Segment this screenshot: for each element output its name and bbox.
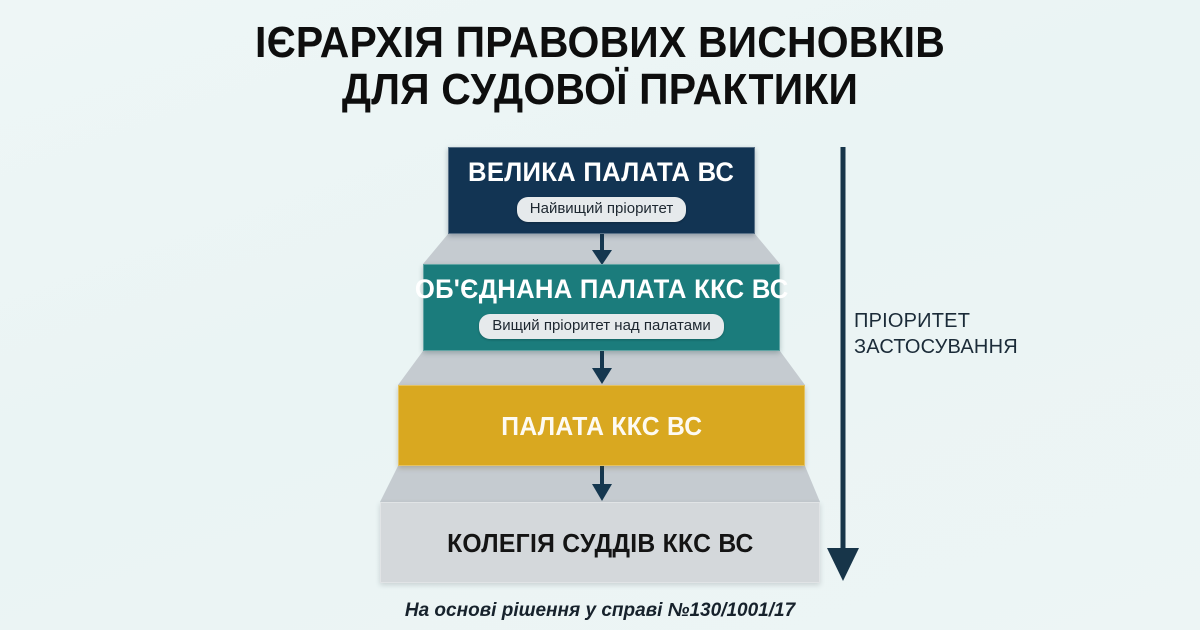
source-footnote: На основі рішення у справі №130/1001/17 [404, 600, 796, 621]
hierarchy-level-obyednana-palata: ОБ'ЄДНАНА ПАЛАТА ККС ВС Вищий пріоритет … [415, 264, 788, 351]
level-title: ПАЛАТА ККС ВС [500, 410, 703, 441]
level-title: ОБ'ЄДНАНА ПАЛАТА ККС ВС [414, 273, 789, 304]
hierarchy-level-kolehiya-suddiv: КОЛЕГІЯ СУДДІВ ККС ВС [380, 502, 820, 583]
funnel-shadow-1 [423, 234, 780, 264]
connector-arrow-2 [592, 351, 612, 384]
connector-arrow-3 [592, 466, 612, 501]
title-line-2: ДЛЯ СУДОВОЇ ПРАКТИКИ [341, 64, 859, 114]
hierarchy-level-palata-kks: ПАЛАТА ККС ВС [398, 385, 805, 466]
hierarchy-level-velyka-palata: ВЕЛИКА ПАЛАТА ВС Найвищий пріоритет [448, 147, 755, 234]
funnel-shadow-2 [398, 351, 805, 385]
funnel-shadow-3 [380, 466, 820, 502]
level-title: ВЕЛИКА ПАЛАТА ВС [468, 156, 735, 187]
connector-arrow-1 [592, 234, 612, 265]
level-priority-badge: Вищий пріоритет над палатами [479, 313, 724, 340]
priority-axis-arrow-icon [827, 147, 859, 581]
level-priority-badge: Найвищий пріоритет [516, 196, 687, 223]
page-title: ІЄРАРХІЯ ПРАВОВИХ ВИСНОВКІВ ДЛЯ СУДОВОЇ … [0, 18, 1200, 114]
level-title: КОЛЕГІЯ СУДДІВ ККС ВС [446, 527, 754, 558]
priority-axis-label: ПРІОРИТЕТ ЗАСТОСУВАННЯ [854, 310, 1018, 358]
title-line-1: ІЄРАРХІЯ ПРАВОВИХ ВИСНОВКІВ [255, 18, 945, 67]
